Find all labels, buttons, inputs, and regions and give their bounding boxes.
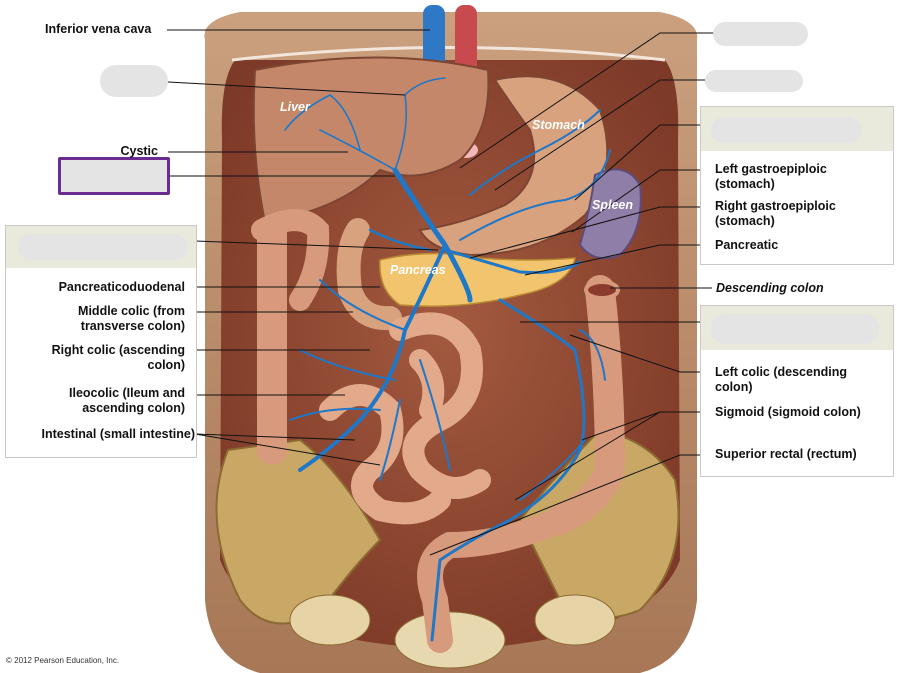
right-label-panel-top bbox=[700, 106, 894, 265]
label-right-colic: Right colic (ascending colon) bbox=[51, 343, 185, 372]
label-intestinal: Intestinal (small intestine) bbox=[41, 427, 195, 441]
organ-label-stomach: Stomach bbox=[532, 118, 585, 132]
sigmoid-colon bbox=[417, 507, 573, 653]
label-pancreatic: Pancreatic bbox=[715, 238, 779, 252]
left-label-panel bbox=[5, 225, 197, 458]
label-ileocolic: Ileocolic (Ileum and ascending colon) bbox=[69, 386, 185, 415]
hidden-label-gastric[interactable] bbox=[705, 70, 803, 92]
liver bbox=[252, 56, 490, 224]
organ-label-liver: Liver bbox=[280, 100, 310, 114]
organ-label-pancreas: Pancreas bbox=[390, 263, 446, 277]
label-left-gastroepiploic: Left gastroepiploic (stomach) bbox=[715, 162, 827, 191]
label-cystic: Cystic bbox=[120, 144, 158, 158]
copyright-notice: © 2012 Pearson Education, Inc. bbox=[6, 656, 120, 665]
organ-label-spleen: Spleen bbox=[592, 198, 633, 212]
label-right-gastroepiploic: Right gastroepiploic (stomach) bbox=[715, 199, 836, 228]
highlighted-answer-box[interactable] bbox=[58, 157, 170, 195]
hidden-label-inferior-mesenteric[interactable] bbox=[711, 314, 879, 344]
label-superior-rectal: Superior rectal (rectum) bbox=[715, 447, 857, 461]
right-label-panel-bottom bbox=[700, 305, 894, 477]
hidden-label-splenic[interactable] bbox=[711, 117, 861, 143]
label-pancreaticoduodenal: Pancreaticoduodenal bbox=[58, 280, 185, 294]
hidden-label-gastric-upper[interactable] bbox=[713, 22, 808, 46]
small-intestine bbox=[319, 312, 491, 525]
hidden-label-hepatic-portal[interactable] bbox=[100, 65, 168, 97]
descending-colon bbox=[545, 275, 626, 535]
label-left-colic: Left colic (descending colon) bbox=[715, 365, 847, 394]
label-middle-colic: Middle colic (from transverse colon) bbox=[78, 304, 185, 333]
label-sigmoid: Sigmoid (sigmoid colon) bbox=[715, 405, 861, 419]
label-descending-colon: Descending colon bbox=[716, 281, 824, 295]
hidden-label-superior-mesenteric[interactable] bbox=[18, 234, 188, 260]
label-inferior-vena-cava: Inferior vena cava bbox=[45, 22, 152, 36]
